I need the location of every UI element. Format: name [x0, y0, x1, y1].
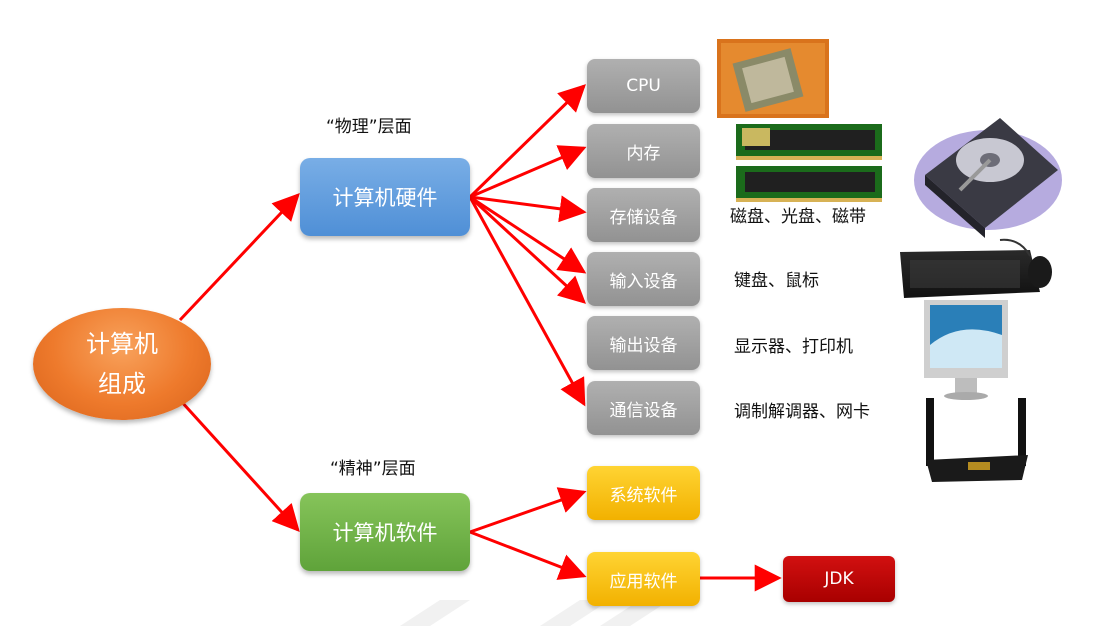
hardware-node: 计算机硬件: [300, 158, 470, 236]
arrow-hw-input-a: [469, 195, 587, 274]
arrow-hw-cpu: [468, 84, 586, 199]
software-item-system: 系统软件: [587, 466, 700, 520]
hardware-item-cpu: CPU: [587, 59, 700, 113]
monitor-icon: [924, 300, 1008, 400]
arrow-sw-system: [469, 487, 587, 534]
router-icon: [926, 398, 1028, 482]
arrow-hw-input-b: [468, 195, 586, 304]
root-label-line1: 计算机: [86, 330, 158, 358]
arrow-hw-comm: [468, 196, 586, 407]
connector-arrows: [178, 84, 782, 592]
software-item-application: 应用软件: [587, 552, 700, 606]
arrow-hw-memory: [469, 145, 587, 199]
keyboard-mouse-icon: [900, 238, 1052, 298]
spiritual-layer-label: “精神”层面: [330, 459, 416, 479]
jdk-node: JDK: [783, 556, 895, 602]
hardware-item-storage: 存储设备: [587, 188, 700, 242]
arrow-hw-storage: [469, 195, 587, 223]
watermark-shapes: [400, 600, 670, 626]
hardware-item-output: 输出设备: [587, 316, 700, 370]
hard-disk-icon: [914, 118, 1062, 238]
input-examples: 键盘、鼠标: [734, 271, 819, 291]
storage-examples: 磁盘、光盘、磁带: [730, 207, 866, 227]
hardware-item-communication: 通信设备: [587, 381, 700, 435]
arrow-root-hardware: [178, 193, 300, 322]
hardware-item-input: 输入设备: [587, 252, 700, 306]
communication-examples: 调制解调器、网卡: [734, 402, 870, 422]
hardware-item-memory: 内存: [587, 124, 700, 178]
output-examples: 显示器、打印机: [734, 337, 853, 357]
cpu-chip-icon: [717, 39, 829, 118]
arrow-sw-app: [469, 530, 587, 580]
software-node: 计算机软件: [300, 493, 470, 571]
root-node-computer-composition: 计算机 组成: [33, 308, 211, 420]
memory-module-icon: [736, 124, 882, 202]
arrow-root-software: [178, 398, 300, 532]
root-label-line2: 组成: [98, 370, 146, 398]
physical-layer-label: “物理”层面: [326, 117, 412, 137]
